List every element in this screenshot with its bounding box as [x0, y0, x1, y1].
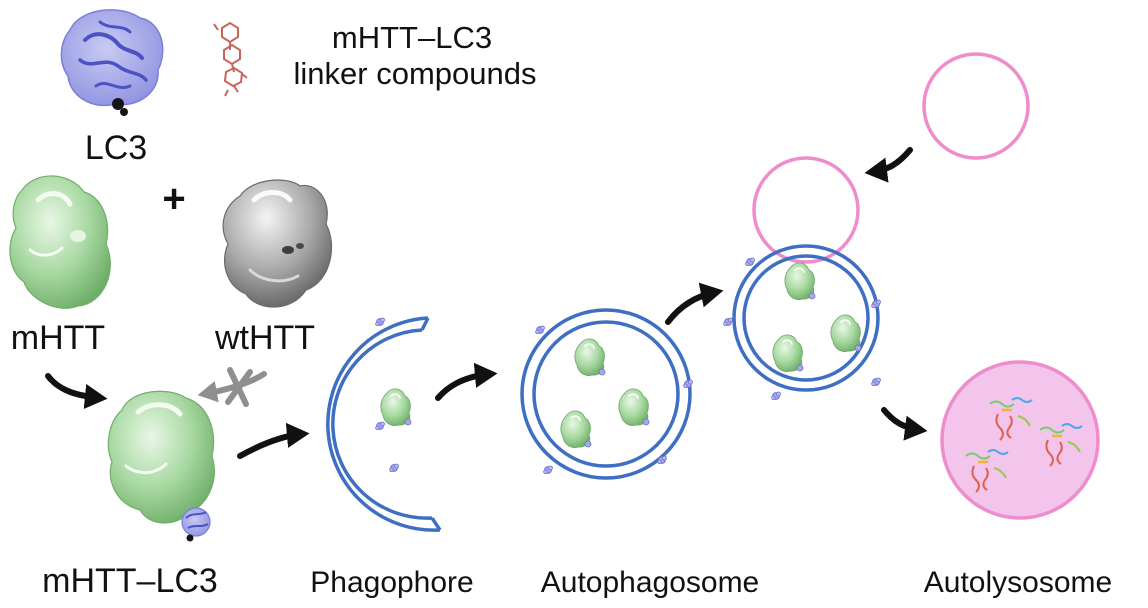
lc3-label: LC3 — [85, 129, 147, 167]
fusing-autophagosome-cargo — [771, 261, 862, 373]
mhtt-lc3-complex-icon — [107, 390, 215, 542]
fusing-lysosome — [752, 156, 860, 264]
phagophore-cargo — [379, 387, 412, 427]
lysosome-vesicle — [922, 52, 1030, 160]
autophagosome-membrane — [520, 308, 692, 480]
wthtt-protein-blob-icon — [222, 179, 333, 308]
mhtt-lc3-label: mHTT–LC3 — [42, 562, 218, 600]
fusing-autophagosome-membrane — [732, 244, 880, 392]
mhtt-protein-blob-icon — [9, 175, 111, 309]
fusion-to-autolysosome-arrow — [881, 407, 928, 441]
linker-compound-molecule-icon — [213, 21, 248, 97]
mhtt-to-complex-arrow — [45, 373, 108, 410]
blocked-cross-icon — [225, 367, 253, 407]
phagophore-label: Phagophore — [310, 566, 473, 599]
phagophore-membrane — [326, 316, 442, 532]
autolysosome-vesicle — [940, 360, 1100, 520]
wthtt-label: wtHTT — [214, 319, 315, 357]
mhtt-label: mHTT — [11, 319, 105, 357]
autophagosome-label: Autophagosome — [541, 566, 760, 599]
phagophore-to-autophagosome-arrow — [435, 362, 498, 401]
lysosome-to-fusion-arrow — [864, 147, 913, 183]
compounds-title-line1: mHTT–LC3 — [332, 20, 492, 55]
compounds-title-line2: linker compounds — [294, 56, 537, 91]
complex-to-phagophore-arrow — [237, 422, 310, 459]
autophagosome-to-fusion-arrow — [665, 282, 724, 325]
autophagosome-cargo — [559, 337, 650, 449]
lc3-protein-structure-icon — [60, 9, 164, 116]
autolysosome-label: Autolysosome — [924, 566, 1112, 599]
plus-sign: + — [162, 177, 185, 221]
